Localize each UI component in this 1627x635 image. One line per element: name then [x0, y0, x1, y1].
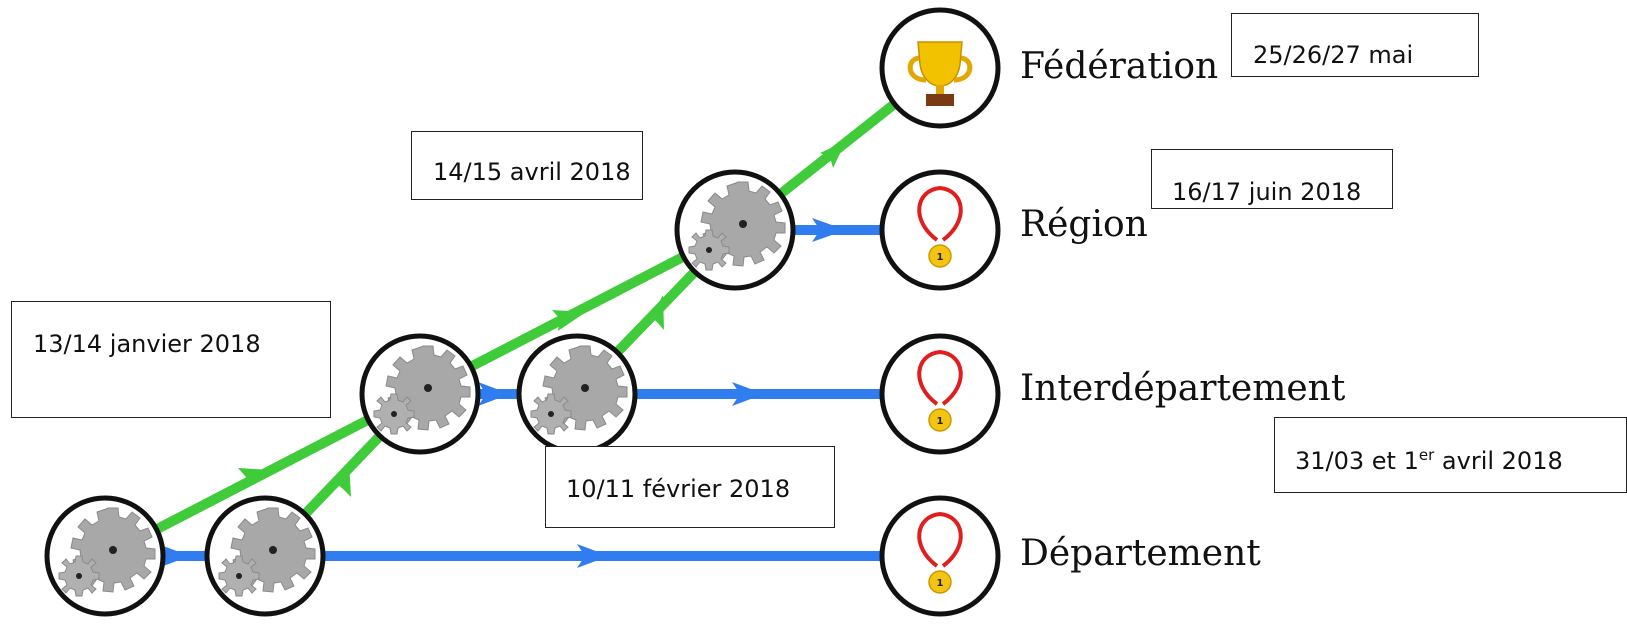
region-medal-node [882, 172, 998, 288]
arrow-lower-1 [337, 462, 351, 497]
arrow-federation [820, 141, 846, 168]
level-label-federation: Fédération [1020, 46, 1219, 87]
stage-node-1 [47, 498, 163, 614]
level-label-region: Région [1020, 204, 1148, 245]
arrow-interdepartement-1 [478, 382, 510, 406]
arrow-lower-2 [651, 295, 664, 330]
date-interdepartement-suffix: avril 2018 [1434, 447, 1563, 475]
date-interdepartement-sup: er [1418, 446, 1435, 464]
level-label-departement: Département [1020, 533, 1261, 574]
stage-node-4 [519, 336, 635, 452]
stage-node-3 [362, 336, 478, 452]
date-box-departement: 13/14 janvier 2018 [11, 301, 331, 418]
trophy-node [879, 7, 1001, 129]
level-label-interdepartement: Interdépartement [1020, 368, 1346, 409]
departement-medal-node [882, 498, 998, 614]
arrow-region [812, 218, 846, 242]
arrow-upper-2 [552, 310, 586, 331]
arrow-interdepartement-2 [732, 382, 764, 406]
arrow-departement-1 [158, 544, 190, 568]
date-box-region: 16/17 juin 2018 [1151, 149, 1393, 209]
date-step-1: 10/11 février 2018 [566, 475, 791, 503]
date-step-2: 14/15 avril 2018 [433, 158, 631, 186]
date-box-federation: 25/26/27 mai [1231, 13, 1479, 77]
stage-node-2 [207, 498, 323, 614]
arrow-upper-1 [238, 468, 272, 489]
date-box-step-1: 10/11 février 2018 [545, 446, 835, 528]
date-federation: 25/26/27 mai [1253, 41, 1414, 69]
date-departement: 13/14 janvier 2018 [33, 330, 261, 358]
trophy-icon [907, 41, 973, 106]
arrow-departement-2 [577, 544, 609, 568]
date-region: 16/17 juin 2018 [1172, 178, 1362, 206]
date-box-step-2: 14/15 avril 2018 [411, 131, 643, 200]
qualification-arrows [238, 141, 846, 497]
date-interdepartement: 31/03 et 1er avril 2018 [1295, 446, 1563, 475]
medal-icon [882, 172, 998, 288]
stage-node-5 [677, 172, 793, 288]
date-box-interdepartement: 31/03 et 1er avril 2018 [1274, 417, 1627, 493]
medal-icon [882, 498, 998, 614]
medal-icon [882, 336, 998, 452]
interdepartement-medal-node [882, 336, 998, 452]
date-interdepartement-prefix: 31/03 et 1 [1295, 447, 1419, 475]
